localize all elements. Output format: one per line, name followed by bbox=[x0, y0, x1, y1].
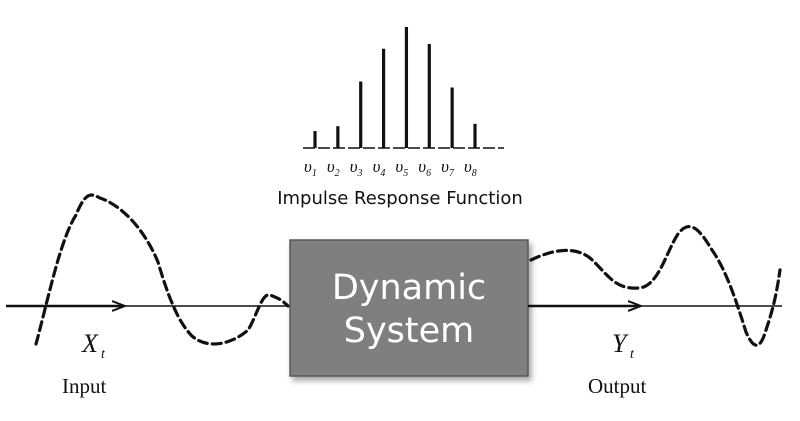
irf-coefficient-subscript-8: 8 bbox=[472, 168, 477, 179]
system-label-line2: System bbox=[344, 311, 475, 351]
irf-coefficient-subscript-5: 5 bbox=[403, 168, 408, 179]
dynamic-system-box: Dynamic System bbox=[289, 239, 529, 377]
irf-coefficient-subscript-7: 7 bbox=[449, 168, 455, 179]
irf-coefficient-label-5: υ5 bbox=[395, 157, 408, 179]
input-variable-symbol: X bbox=[81, 329, 99, 358]
input-variable: X t bbox=[81, 329, 106, 362]
output-signal-wave bbox=[529, 225, 782, 347]
irf-coefficient-subscript-4: 4 bbox=[380, 168, 385, 179]
irf-coefficient-label-2: υ2 bbox=[327, 157, 340, 179]
dynamic-system-rect bbox=[289, 239, 529, 377]
irf-coefficient-label-7: υ7 bbox=[441, 157, 455, 179]
output-variable-subscript: t bbox=[630, 347, 635, 362]
output-variable: Y t bbox=[612, 329, 635, 362]
irf-coefficient-labels: υ1 υ2 υ3 υ4 υ5 υ6 υ7 υ8 bbox=[304, 157, 477, 179]
irf-coefficient-label-8: υ8 bbox=[464, 157, 477, 179]
impulse-response-function: υ1 υ2 υ3 υ4 υ5 υ6 υ7 υ8 Impulse Response Functi… bbox=[277, 27, 523, 209]
irf-bars bbox=[313, 27, 477, 148]
input-variable-subscript: t bbox=[101, 347, 106, 362]
irf-title: Impulse Response Function bbox=[277, 188, 523, 209]
system-label-line1: Dynamic bbox=[332, 268, 486, 308]
irf-coefficient-subscript-2: 2 bbox=[335, 168, 340, 179]
irf-coefficient-label-1: υ1 bbox=[304, 157, 317, 179]
output-label: Output bbox=[588, 374, 647, 398]
irf-coefficient-subscript-3: 3 bbox=[357, 168, 363, 179]
input-signal-wave bbox=[34, 193, 290, 346]
irf-coefficient-label-3: υ3 bbox=[350, 157, 363, 179]
input-label: Input bbox=[62, 374, 106, 398]
irf-coefficient-subscript-6: 6 bbox=[426, 168, 431, 179]
output-variable-symbol: Y bbox=[612, 329, 629, 358]
irf-coefficient-label-4: υ4 bbox=[373, 157, 386, 179]
irf-coefficient-label-6: υ6 bbox=[418, 157, 431, 179]
irf-coefficient-subscript-1: 1 bbox=[312, 168, 317, 179]
